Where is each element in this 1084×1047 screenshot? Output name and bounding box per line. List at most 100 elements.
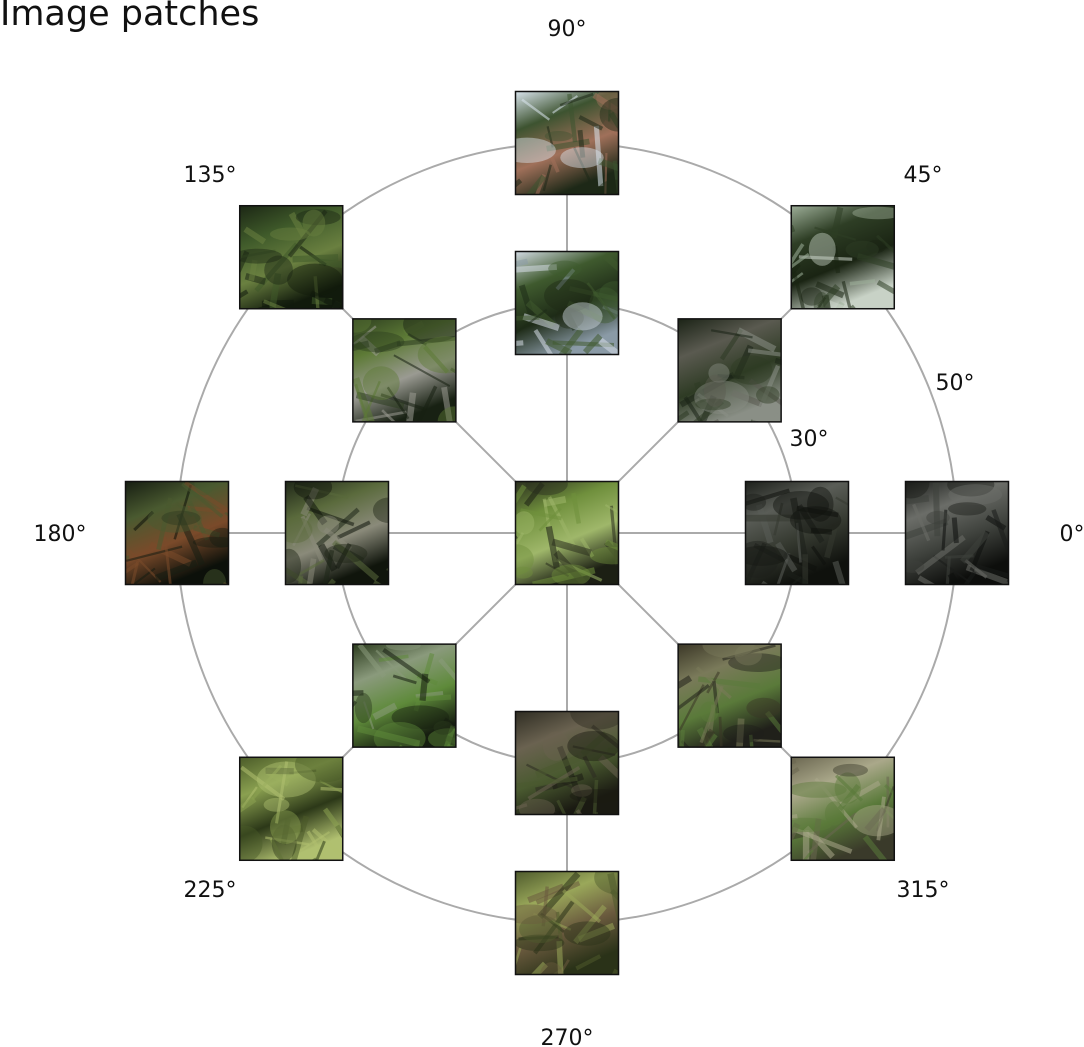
patch-texture [380, 393, 425, 411]
patch-blob [824, 801, 845, 826]
patch-blob [562, 302, 603, 331]
patch-texture [775, 541, 798, 573]
patch-blob [385, 643, 421, 651]
image-patch [352, 318, 457, 423]
patch-blob [905, 560, 925, 573]
patch-frame [744, 480, 850, 586]
patch-blob [427, 728, 457, 748]
image-patch [790, 205, 895, 310]
patch-texture [608, 111, 619, 132]
patch-blob [209, 527, 229, 548]
patch-texture [557, 959, 570, 975]
patch-texture [523, 481, 545, 507]
patch-frame [352, 318, 457, 423]
patch-texture [790, 252, 810, 270]
patch-texture [515, 947, 522, 970]
patch-texture [555, 268, 576, 291]
patch-blob [515, 566, 533, 579]
patch-texture [748, 734, 754, 748]
patch-blob [515, 544, 534, 575]
patch-texture [287, 209, 328, 258]
patch-texture [306, 830, 328, 861]
patch-texture [297, 575, 304, 585]
patch-texture [736, 718, 745, 748]
patch-blob [239, 248, 283, 264]
patch-blob [730, 355, 773, 385]
patch-texture [862, 834, 889, 861]
patch-texture [745, 488, 790, 506]
image-patch [677, 318, 782, 423]
patch-texture [288, 211, 308, 239]
patch-blob [694, 380, 750, 415]
patch-texture [419, 673, 429, 702]
patch-texture [875, 786, 895, 832]
patch-texture [677, 410, 690, 423]
patch-texture [290, 815, 310, 861]
patch-texture [269, 837, 285, 861]
patch-texture [183, 481, 229, 515]
patch-frame [284, 480, 390, 586]
patch-blob [161, 510, 201, 526]
patch-frame [514, 480, 620, 586]
patch-blob [362, 366, 400, 401]
patch-blob [948, 484, 1003, 506]
patch-texture [222, 581, 227, 585]
patch-texture [265, 767, 294, 775]
patch-texture [837, 783, 861, 812]
patch-texture [575, 954, 602, 971]
patch-texture [679, 729, 685, 748]
angle-label: 315° [897, 878, 950, 903]
patch-texture [876, 279, 895, 295]
patch-texture [547, 496, 576, 547]
patch-texture [597, 157, 619, 172]
patch-texture [403, 320, 425, 337]
patch-frame [238, 756, 344, 862]
patch-texture [240, 765, 286, 801]
patch-texture [125, 545, 183, 562]
patch-blob [352, 318, 372, 333]
patch-texture [811, 545, 827, 566]
patch-frame [790, 756, 896, 862]
image-patch [285, 481, 389, 585]
image-patch [515, 711, 619, 815]
patch-texture [375, 649, 407, 680]
patch-blob [695, 398, 731, 411]
patch-texture [538, 507, 562, 532]
patch-texture [593, 125, 604, 187]
patch-blob [808, 232, 836, 266]
patch-frame [677, 318, 782, 423]
patch-texture [810, 527, 833, 535]
patch-texture [592, 779, 599, 815]
patch-texture [609, 505, 619, 566]
patch-texture [515, 776, 578, 788]
patch-blob [391, 705, 450, 730]
patch-texture [451, 399, 457, 407]
angle-label: 45° [904, 163, 943, 188]
patch-texture [604, 539, 619, 551]
patch-blob [734, 644, 762, 666]
patch-texture [747, 348, 782, 357]
patch-texture [381, 409, 397, 423]
patch-blob [723, 724, 765, 743]
patch-texture [406, 392, 417, 423]
patch-texture [786, 570, 808, 585]
patch-blob [293, 481, 333, 500]
patch-texture [515, 803, 528, 811]
angle-label: 0° [1060, 522, 1084, 547]
patch-texture [917, 575, 937, 585]
patch-texture [163, 536, 172, 585]
patch-texture [352, 325, 377, 347]
patch-texture [515, 264, 557, 273]
patch-frame [238, 204, 344, 310]
patch-texture [905, 494, 930, 505]
patch-texture [780, 742, 782, 746]
patch-blob [302, 209, 326, 237]
patch-blob [324, 543, 368, 563]
patch-texture [239, 250, 250, 276]
patch-texture [556, 799, 567, 815]
patch-texture [540, 912, 565, 933]
patch-blob [294, 756, 344, 783]
patch-texture [803, 825, 835, 859]
patch-texture [398, 744, 404, 748]
patch-frame [352, 643, 457, 748]
